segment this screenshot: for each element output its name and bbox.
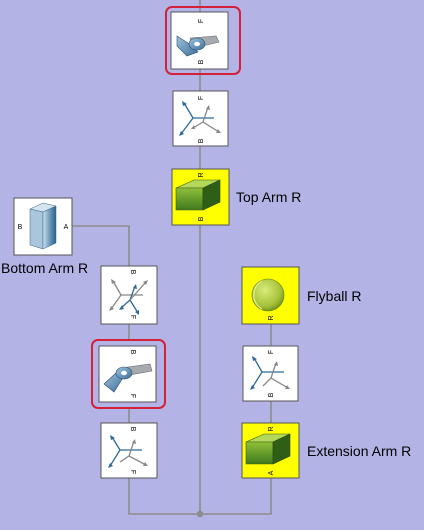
- port-f-label: F: [198, 19, 205, 23]
- port-a-label: A: [268, 470, 275, 475]
- port-r-label: R: [268, 315, 275, 320]
- right-rigid-transform[interactable]: F B: [242, 345, 299, 402]
- port-b-label: B: [198, 138, 205, 143]
- brick-solid-icon: [245, 433, 291, 465]
- frame-axes-icon: [108, 435, 148, 468]
- port-f-label: F: [268, 350, 275, 354]
- top-arm-label: Top Arm R: [236, 189, 302, 205]
- port-f-label: F: [198, 96, 205, 100]
- sphere-solid-icon: [251, 278, 285, 312]
- port-b-label: B: [129, 350, 136, 355]
- port-b-label: B: [129, 427, 136, 432]
- bottom-arm-label: Bottom Arm R: [1, 260, 89, 276]
- port-f-label: F: [129, 394, 136, 398]
- port-r-label: R: [198, 172, 205, 177]
- bottom-revolute-joint[interactable]: B F: [91, 339, 166, 409]
- port-a-label: A: [64, 224, 69, 231]
- frame-axes-icon: [109, 279, 148, 315]
- port-r-label: R: [268, 426, 275, 431]
- flyball-label: Flyball R: [307, 288, 362, 304]
- port-b-label: B: [268, 392, 275, 397]
- frame-axes-icon: [179, 101, 221, 136]
- bottom-arm-solid[interactable]: B A: [13, 197, 73, 256]
- extension-arm-label: Extension Arm R: [307, 443, 412, 459]
- extension-arm-solid[interactable]: R A: [241, 422, 300, 479]
- port-f-label: F: [129, 315, 136, 319]
- port-b-label: B: [129, 270, 136, 275]
- left-rigid-transform-upper[interactable]: B F: [100, 265, 158, 325]
- port-b-label: B: [198, 216, 205, 221]
- top-revolute-joint[interactable]: F B: [165, 6, 241, 75]
- top-rigid-transform[interactable]: F B: [172, 90, 229, 147]
- frame-axes-icon: [250, 356, 290, 390]
- box-solid-icon: [29, 202, 57, 250]
- brick-solid-icon: [175, 179, 221, 211]
- revolute-joint-icon: [176, 35, 220, 57]
- flyball-solid[interactable]: R: [241, 266, 300, 325]
- connection-bottom-arm: [72, 225, 130, 266]
- left-rigid-transform-lower[interactable]: B F: [100, 422, 158, 479]
- revolute-joint-icon: [103, 363, 153, 393]
- port-b-label: B: [18, 224, 23, 231]
- top-arm-solid[interactable]: R B: [171, 168, 230, 226]
- port-f-label: F: [129, 470, 136, 474]
- port-b-label: B: [198, 59, 205, 64]
- connection-junction: [196, 510, 204, 518]
